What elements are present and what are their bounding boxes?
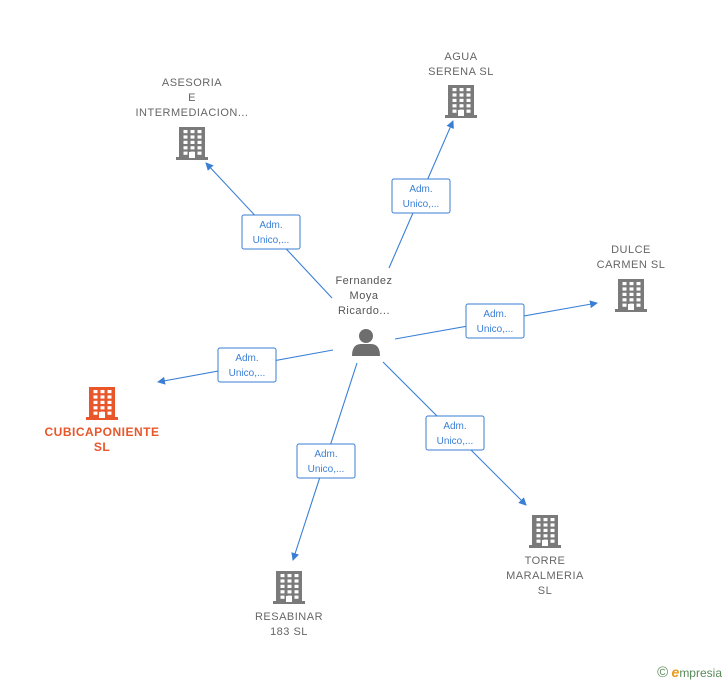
- role-label-text: Adm.: [443, 421, 466, 432]
- edge-resabinar: Adm. Unico,...: [291, 362, 358, 561]
- role-label-frame: [296, 443, 356, 479]
- person-name-line: Ricardo...: [338, 305, 390, 317]
- brand-name: mpresia: [679, 666, 722, 680]
- role-label-text: Unico,...: [477, 324, 514, 335]
- building-icon: [176, 127, 208, 160]
- edge-agua: Adm. Unico,...: [388, 120, 454, 269]
- company-name-line: INTERMEDIACION...: [135, 107, 248, 119]
- center-person-node[interactable]: FernandezMoyaRicardo...: [335, 275, 392, 356]
- role-label-box[interactable]: Adm. Unico,...: [425, 415, 485, 451]
- person-name-line: Fernandez: [335, 275, 392, 287]
- company-name-line: AGUA: [444, 51, 477, 63]
- company-name-line: MARALMERIA: [506, 570, 584, 582]
- company-node-asesoria[interactable]: ASESORIA E INTERMEDIACION...: [135, 77, 248, 160]
- building-icon: [529, 515, 561, 548]
- building-icon: [273, 571, 305, 604]
- role-label-text: Unico,...: [229, 368, 266, 379]
- role-label-text: Unico,...: [308, 464, 345, 475]
- role-label-box[interactable]: Adm. Unico,...: [391, 178, 451, 214]
- company-name-line: CUBICAPONIENTE: [44, 425, 159, 439]
- role-label-text: Adm.: [409, 184, 432, 195]
- company-name-line: TORRE: [525, 555, 566, 567]
- person-name-line: Moya: [350, 290, 379, 302]
- building-icon: [615, 279, 647, 312]
- building-icon: [445, 85, 477, 118]
- role-label-text: Unico,...: [253, 235, 290, 246]
- company-name-line: CARMEN SL: [597, 259, 666, 271]
- brand-initial: e: [671, 664, 680, 680]
- role-label-box[interactable]: Adm. Unico,...: [296, 443, 356, 479]
- role-label-box[interactable]: Adm. Unico,...: [217, 347, 277, 383]
- edges-layer: Adm.Unico,...Adm.Unico,...Adm.Unico,...A…: [157, 120, 598, 561]
- role-label-text: Unico,...: [437, 436, 474, 447]
- edge-asesoria: Adm. Unico,...: [205, 162, 333, 299]
- company-node-torre[interactable]: TORRE MARALMERIA SL: [506, 515, 584, 597]
- copyright-symbol: ©: [657, 664, 669, 681]
- role-label-text: Unico,...: [403, 199, 440, 210]
- edge-dulce: Adm. Unico,...: [394, 300, 598, 340]
- role-label-frame: [425, 415, 485, 451]
- role-label-frame: [465, 303, 525, 339]
- person-icon: [352, 329, 380, 356]
- role-label-box[interactable]: Adm. Unico,...: [465, 303, 525, 339]
- company-name-line: SL: [94, 440, 110, 454]
- role-label-text: Adm.: [314, 449, 337, 460]
- company-name-line: E: [188, 92, 196, 104]
- company-node-agua[interactable]: AGUA SERENA SL: [428, 51, 494, 118]
- role-label-frame: [241, 214, 301, 250]
- role-label-text: Adm.: [483, 309, 506, 320]
- role-label-text: Adm.: [235, 353, 258, 364]
- company-name-line: DULCE: [611, 244, 651, 256]
- company-name-line: RESABINAR: [255, 611, 323, 623]
- company-name-line: SL: [538, 585, 552, 597]
- role-label-frame: [217, 347, 277, 383]
- company-node-resabinar[interactable]: RESABINAR 183 SL: [255, 571, 323, 638]
- building-icon: [86, 387, 118, 420]
- role-label-box[interactable]: Adm. Unico,...: [241, 214, 301, 250]
- company-name-line: ASESORIA: [162, 77, 222, 89]
- role-label-frame: [391, 178, 451, 214]
- role-label-text: Adm.: [259, 220, 282, 231]
- edge-torre: Adm. Unico,...: [382, 361, 527, 506]
- brand-watermark: © empresia: [657, 664, 722, 681]
- company-node-dulce[interactable]: DULCE CARMEN SL: [597, 244, 666, 312]
- edge-cubicaponiente: Adm. Unico,...: [157, 347, 334, 385]
- nodes-layer: ASESORIA E INTERMEDIACION... AGUA SERENA SL D…: [44, 51, 666, 638]
- company-name-line: SERENA SL: [428, 66, 494, 78]
- company-name-line: 183 SL: [270, 626, 308, 638]
